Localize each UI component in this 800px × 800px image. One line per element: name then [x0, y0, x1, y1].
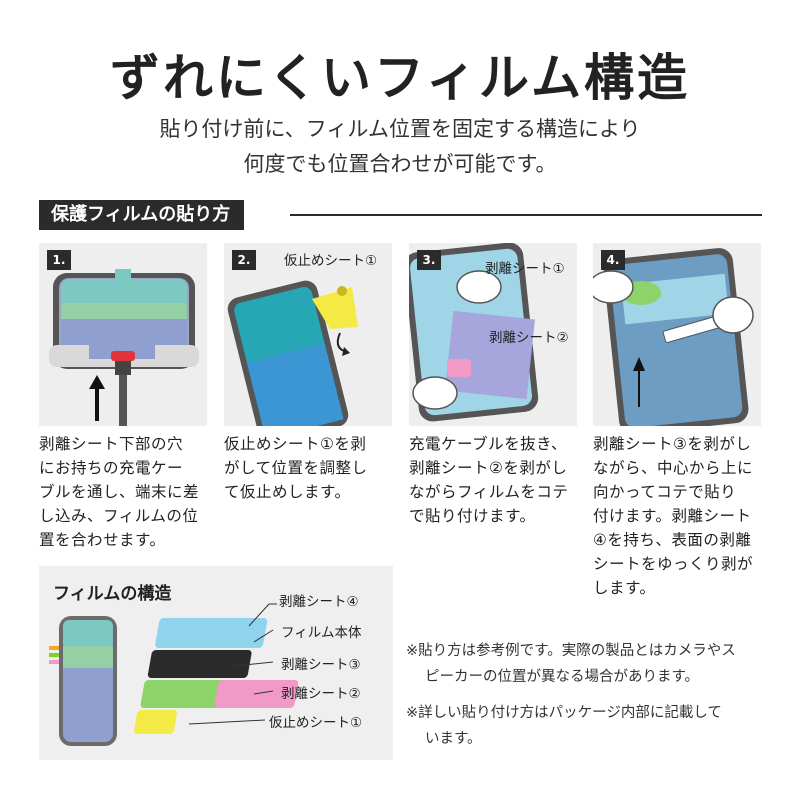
- film-structure-panel: フィルムの構造 剥離シート④ フィルム本体 剥離シート③ 剥離シート② 仮止めシ…: [39, 566, 393, 760]
- step-4-illustration: 4.: [593, 243, 761, 426]
- section-divider: [290, 214, 762, 216]
- section-heading: 保護フィルムの貼り方: [39, 200, 245, 230]
- step-1-badge: 1.: [47, 250, 71, 270]
- step-3-callout-2: 剥離シート②: [489, 330, 569, 346]
- note-2: ※詳しい貼り付け方はパッケージ内部に記載して います。: [406, 705, 722, 747]
- note-1: ※貼り方は参考例です。実際の製品とはカメラやス ピーカーの位置が異なる場合があり…: [406, 643, 736, 685]
- subtitle-line-1: 貼り付け前に、フィルム位置を固定する構造により: [159, 117, 641, 141]
- step-2-badge: 2.: [232, 250, 256, 270]
- step-2-callout: 仮止めシート①: [284, 253, 378, 269]
- layer-label-release-sheet-3: 剥離シート③: [281, 657, 361, 673]
- film-structure-title: フィルムの構造: [53, 584, 172, 604]
- layer-label-release-sheet-4: 剥離シート④: [279, 594, 359, 610]
- step-3-illustration: 3. 剥離シート① 剥離シート②: [409, 243, 577, 426]
- page-title: ずれにくいフィルム構造: [110, 49, 690, 107]
- layer-label-film-body: フィルム本体: [281, 625, 362, 641]
- layer-label-release-sheet-2: 剥離シート②: [281, 686, 361, 702]
- step-2-illustration: 2. 仮止めシート①: [224, 243, 392, 426]
- step-3-callout-1: 剥離シート①: [485, 261, 565, 277]
- step-1-illustration: 1.: [39, 243, 207, 426]
- subtitle-line-2: 何度でも位置合わせが可能です。: [243, 152, 557, 176]
- step-4-badge: 4.: [601, 250, 625, 270]
- step-1-text: 剥離シート下部の穴にお持ちの充電ケーブルを通し、端末に差し込み、フィルムの位置を…: [39, 435, 200, 549]
- step-3-text: 充電ケーブルを抜き、剥離シート②を剥がしながらフィルムをコテで貼り付けます。: [409, 435, 569, 525]
- step-2-text: 仮止めシート①を剥がして位置を調整して仮止めします。: [224, 435, 368, 501]
- step-3-badge: 3.: [417, 250, 441, 270]
- layer-label-tack-sheet-1: 仮止めシート①: [269, 715, 363, 731]
